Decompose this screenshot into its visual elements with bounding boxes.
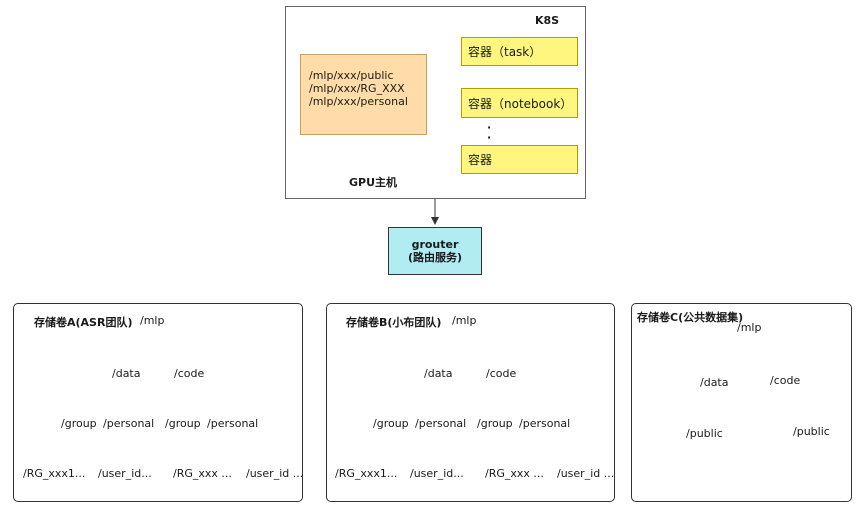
tree-node-personal: /personal (103, 417, 155, 430)
container-label: 容器 (468, 153, 493, 167)
tree-node-user: /user_id... (98, 467, 152, 480)
tree-node-personal: /personal (415, 417, 467, 430)
store-c-title: 存储卷C(公共数据集) (637, 311, 744, 324)
tree-node-data: /data (112, 367, 141, 380)
tree-node-rg: /RG_xxx1... (335, 467, 398, 480)
tree-node-code: /code (770, 374, 801, 387)
tree-node-user: /user_id... (410, 467, 464, 480)
host-path: /mlp/xxx/public (309, 69, 394, 82)
container-generic: 容器 (461, 145, 578, 174)
store-a-title: 存储卷A(ASR团队) (34, 316, 133, 329)
tree-node-public: /public (793, 425, 830, 438)
grouter-box: grouter (路由服务) (388, 227, 482, 275)
tree-node-root: /mlp (737, 321, 762, 334)
store-b-title: 存储卷B(小布团队) (346, 316, 442, 329)
tree-node-group: /group (373, 417, 409, 430)
store-b-box (326, 303, 615, 502)
tree-node-rg: /RG_xxx ... (485, 467, 544, 480)
tree-node-public: /public (686, 427, 723, 440)
container-label: 容器（task） (468, 45, 542, 59)
tree-node-root: /mlp (452, 314, 477, 327)
tree-node-code: /code (486, 367, 517, 380)
tree-node-personal: /personal (207, 417, 259, 430)
grouter-desc: (路由服务) (407, 251, 463, 264)
ellipsis-dot: · (487, 131, 492, 144)
host-paths-box: /mlp/xxx/public /mlp/xxx/RG_XXX /mlp/xxx… (300, 54, 427, 135)
store-c-box (631, 303, 852, 502)
gpu-host-label: GPU主机 (349, 176, 398, 189)
tree-node-rg: /RG_xxx ... (173, 467, 232, 480)
tree-node-user: /user_id ... (557, 467, 615, 480)
tree-node-root: /mlp (140, 314, 165, 327)
grouter-name: grouter (411, 238, 459, 251)
tree-node-data: /data (700, 376, 729, 389)
tree-node-group: /group (61, 417, 97, 430)
host-path: /mlp/xxx/RG_XXX (309, 82, 405, 95)
container-notebook: 容器（notebook） (461, 88, 578, 118)
k8s-label: K8S (535, 14, 560, 27)
tree-node-code: /code (174, 367, 205, 380)
tree-node-group: /group (477, 417, 513, 430)
tree-node-group: /group (165, 417, 201, 430)
container-task: 容器（task） (461, 37, 578, 66)
container-label: 容器（notebook） (468, 96, 573, 111)
ellipsis-dot: · (487, 121, 492, 134)
tree-node-personal: /personal (519, 417, 571, 430)
tree-node-data: /data (424, 367, 453, 380)
tree-node-rg: /RG_xxx1... (23, 467, 86, 480)
host-path: /mlp/xxx/personal (309, 95, 408, 108)
store-a-box (13, 303, 303, 502)
tree-node-user: /user_id ... (246, 467, 304, 480)
